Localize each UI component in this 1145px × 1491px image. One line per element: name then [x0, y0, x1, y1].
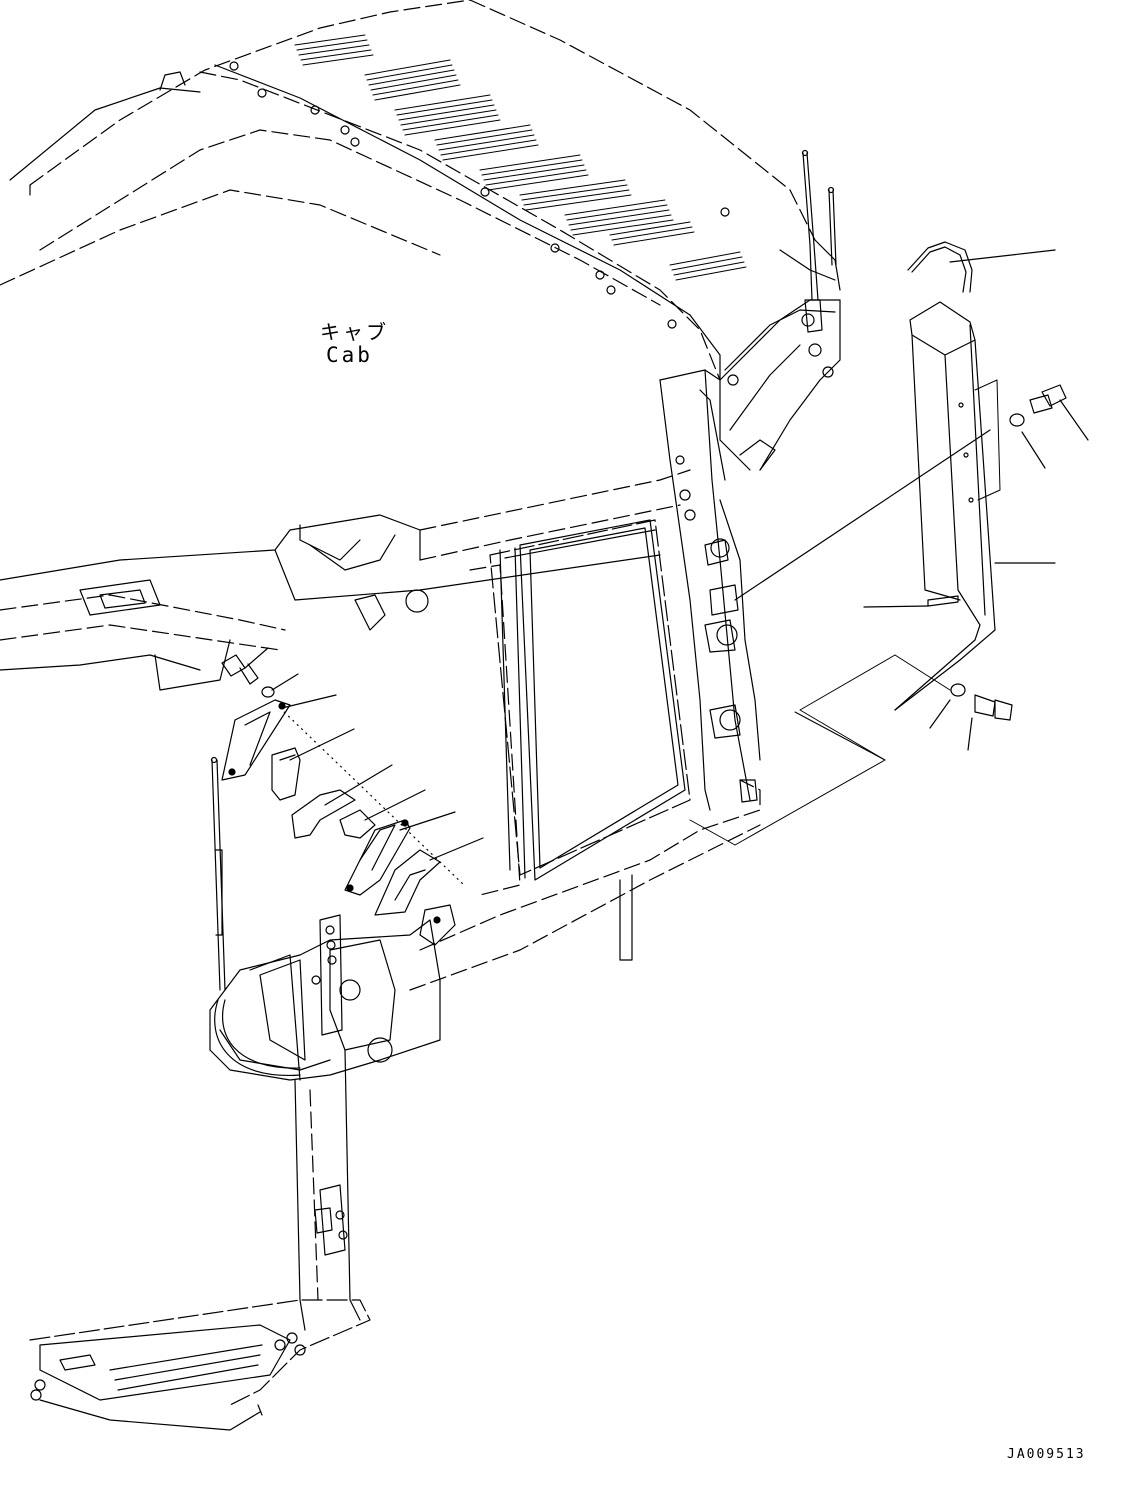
- drawing-number: JA009513: [1007, 1447, 1086, 1462]
- pad-part: [927, 595, 959, 607]
- step: [29, 1299, 371, 1431]
- cab-frame: [0, 299, 841, 1431]
- tall-cover: [894, 301, 1041, 711]
- bolt-right-bottom: [967, 694, 1013, 751]
- spacer-plate: [291, 789, 356, 839]
- antennas: [801, 149, 837, 333]
- leader-lines-left: [244, 647, 484, 887]
- bracket-plate: [221, 699, 291, 781]
- bolt-right-top: [1029, 384, 1089, 441]
- roof-bolts: [229, 61, 730, 329]
- exploded-parts-left: [221, 647, 484, 946]
- small-bracket: [339, 809, 376, 839]
- window-frame: [469, 519, 691, 896]
- bolt-left: [221, 654, 259, 685]
- cab-label-japanese: キャブ: [320, 320, 389, 344]
- clip-part: [271, 747, 301, 801]
- pillar-details: [675, 455, 761, 803]
- roof-vents: [294, 34, 747, 281]
- shim-plate-1: [344, 819, 411, 896]
- washer-right-top: [1009, 413, 1025, 427]
- washer-left: [261, 686, 275, 698]
- handle-bar: [907, 241, 973, 293]
- washer-right-bottom: [950, 683, 966, 697]
- exploded-parts-right: [689, 241, 1089, 846]
- cab-label-english: Cab: [326, 343, 373, 367]
- cab-roof: [0, 0, 841, 381]
